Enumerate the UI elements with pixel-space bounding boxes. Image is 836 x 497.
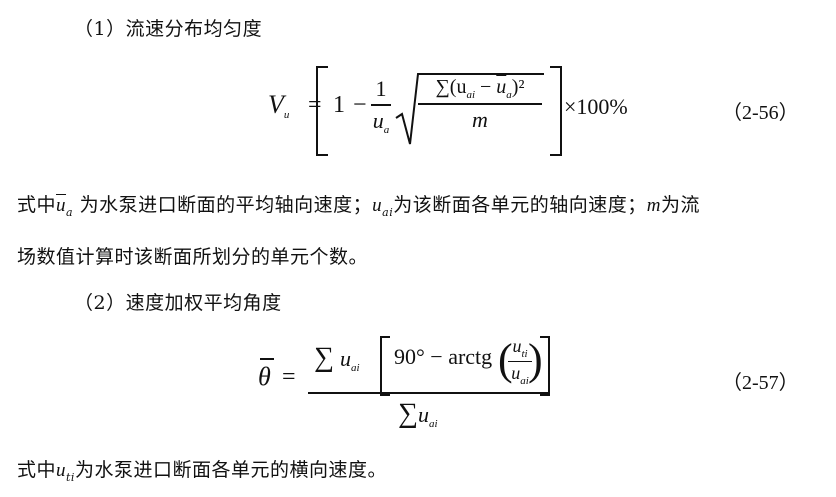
inner-fraction: uti uai [508,336,532,387]
equals-sign: = [282,364,296,390]
fraction-denominator: ua [372,108,390,136]
radicand-numerator: ∑(uai − ua)² [435,76,525,101]
formula-numerator: ∑ uai 90° − arctg ( uti uai ) [314,330,554,396]
square-root: ∑(uai − ua)² m [394,72,544,145]
radicand-denominator: m [472,107,488,132]
right-bracket [550,66,562,156]
equation-number-2-57: （2-57） [722,372,799,394]
formula-2-56: Vu = 1 − 1 ua ∑(uai − ua)² m ×100% [268,62,648,156]
times-100-percent: ×100% [564,94,628,119]
theta-bar: θ [258,358,274,392]
section-heading-2: （2）速度加权平均角度 [74,292,282,314]
formula-denominator: ∑uai [398,398,438,430]
section-heading-1: （1）流速分布均匀度 [74,18,263,40]
formula-lhs: Vu [268,90,290,121]
minus-sign: − [353,92,367,118]
fraction-bar [308,392,548,394]
fraction-numerator: 1 [375,76,387,101]
fraction-one-over-ua: 1 ua [371,76,391,136]
paragraph-definitions-1: 式中ua 为水泵进口断面的平均轴向速度；uai为该断面各单元的轴向速度；m为流 [17,194,700,219]
radical-sign-icon [395,73,544,145]
one: 1 [333,92,345,118]
formula-2-57: θ = ∑ uai 90° − arctg ( uti uai ) ∑uai [258,326,588,436]
paragraph-definitions-2: 场数值计算时该断面所划分的单元个数。 [17,246,369,268]
equation-number-2-56: （2-56） [722,102,799,124]
equals-sign: = [308,92,322,118]
left-bracket [316,66,328,156]
paragraph-definitions-3: 式中uti为水泵进口断面各单元的横向速度。 [17,459,387,484]
